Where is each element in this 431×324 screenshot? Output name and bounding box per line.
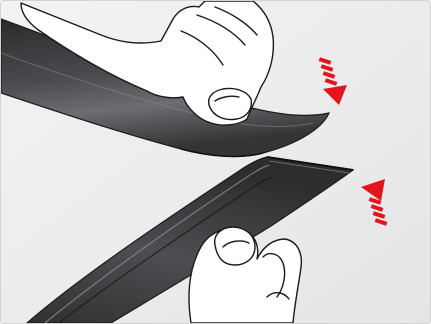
hand-icon: [189, 227, 301, 323]
